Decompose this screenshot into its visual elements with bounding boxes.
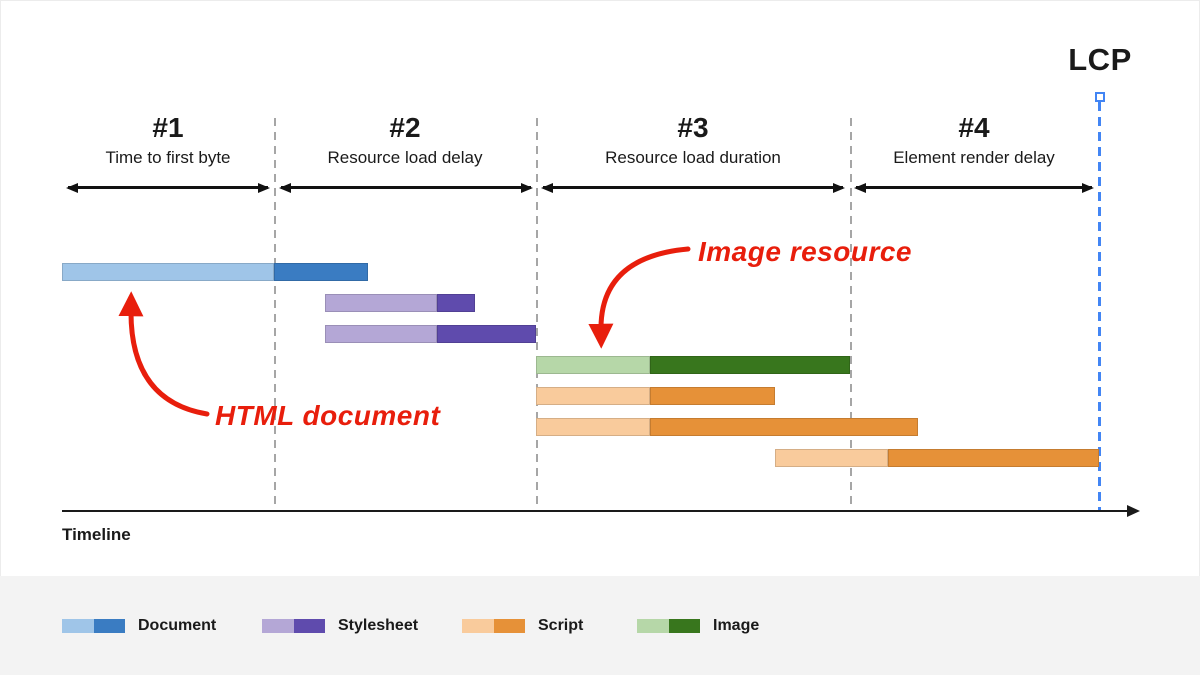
legend-swatch-script: [462, 619, 525, 633]
script-light-segment: [775, 449, 888, 467]
image-light-segment: [536, 356, 650, 374]
stylesheet-dark-segment: [437, 294, 475, 312]
html-document-arrow: [118, 291, 210, 417]
phase-2-span-arrow: [279, 183, 533, 193]
phase-3-label: Resource load duration: [605, 148, 781, 167]
annotation-image-resource: Image resource: [698, 236, 912, 267]
legend-label-script: Script: [538, 617, 584, 634]
legend-item-document: Document: [62, 617, 216, 635]
annotation-html-document: HTML document: [215, 400, 441, 431]
phase-2-label: Resource load delay: [327, 148, 483, 167]
timeline-axis: [62, 504, 1140, 517]
legend-label-image: Image: [713, 617, 760, 634]
phase-1-label: Time to first byte: [105, 148, 231, 167]
script-dark-segment: [650, 418, 918, 436]
phase-separator-1: [274, 118, 276, 512]
phase-2-header: #2 Resource load delay: [274, 112, 536, 170]
document-dark-segment: [274, 263, 368, 281]
phase-3-header: #3 Resource load duration: [536, 112, 850, 170]
lcp-marker-square: [1095, 92, 1105, 102]
stylesheet-light-segment: [325, 294, 437, 312]
script-dark-segment: [650, 387, 775, 405]
legend-item-script: Script: [462, 617, 583, 635]
phase-separator-2: [536, 118, 538, 512]
phase-4-header: #4 Element render delay: [850, 112, 1098, 170]
bar-document: [62, 263, 368, 281]
legend-swatch-stylesheet: [262, 619, 325, 633]
bar-stylesheet: [325, 325, 536, 343]
phase-4-span-arrow: [854, 183, 1094, 193]
phase-2-number: #2: [389, 112, 421, 143]
phase-1-span-arrow: [66, 183, 270, 193]
bar-stylesheet: [325, 294, 475, 312]
phase-separator-3: [850, 118, 852, 512]
legend-swatch-image: [637, 619, 700, 633]
timeline-axis-label: Timeline: [62, 525, 131, 544]
lcp-label: LCP: [1068, 42, 1132, 77]
legend-item-image: Image: [637, 617, 759, 635]
legend-item-stylesheet: Stylesheet: [262, 617, 418, 635]
lcp-dashed-line: [1098, 102, 1101, 512]
bar-image: [536, 356, 850, 374]
image-dark-segment: [650, 356, 850, 374]
script-dark-segment: [888, 449, 1099, 467]
script-light-segment: [536, 418, 650, 436]
phase-1-header: #1 Time to first byte: [62, 112, 274, 170]
document-light-segment: [62, 263, 274, 281]
phase-4-number: #4: [958, 112, 990, 143]
image-resource-arrow: [588, 246, 691, 349]
legend: Document Stylesheet Script Image: [0, 576, 1200, 675]
legend-label-document: Document: [138, 617, 217, 634]
phase-3-number: #3: [677, 112, 709, 143]
phase-4-label: Element render delay: [893, 148, 1055, 167]
phase-3-span-arrow: [541, 183, 845, 193]
legend-swatch-document: [62, 619, 125, 633]
legend-label-stylesheet: Stylesheet: [338, 617, 419, 634]
stylesheet-light-segment: [325, 325, 437, 343]
script-light-segment: [536, 387, 650, 405]
bar-script: [536, 387, 775, 405]
bar-script: [775, 449, 1099, 467]
stylesheet-dark-segment: [437, 325, 536, 343]
phase-1-number: #1: [152, 112, 184, 143]
bar-script: [536, 418, 918, 436]
